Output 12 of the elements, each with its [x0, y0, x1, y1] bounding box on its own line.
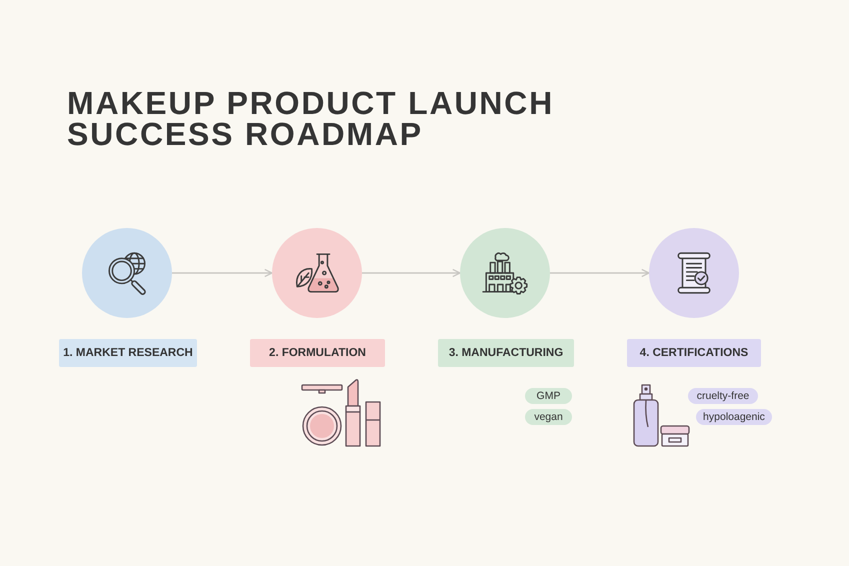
step-label: 3. MANUFACTURING — [438, 339, 574, 367]
title: MAKEUP PRODUCT LAUNCH SUCCESS ROADMAP — [67, 88, 555, 150]
arrow — [550, 268, 650, 278]
tag: cruelty-free — [688, 388, 758, 404]
tag: vegan — [525, 409, 572, 425]
tag: GMP — [525, 388, 572, 404]
step-label: 2. FORMULATION — [250, 339, 385, 367]
arrow — [362, 268, 461, 278]
tag: hypoloagenic — [696, 409, 772, 425]
step-label: 4. CERTIFICATIONS — [627, 339, 761, 367]
arrow — [172, 268, 273, 278]
step-label: 1. MARKET RESEARCH — [59, 339, 197, 367]
